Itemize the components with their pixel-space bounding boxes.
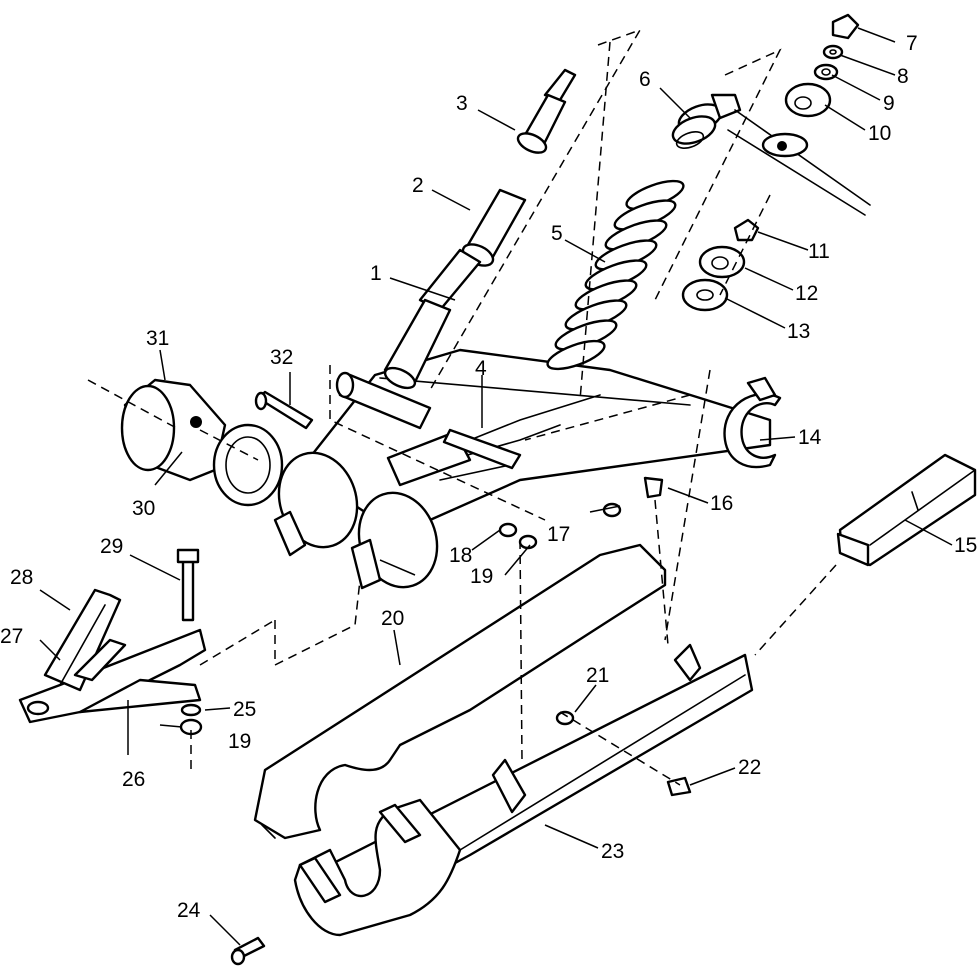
callout-5: 5	[551, 222, 563, 245]
lower-bracket-parts-26-27-28	[18, 588, 207, 724]
callout-12: 12	[795, 282, 818, 305]
callout-2: 2	[412, 174, 424, 197]
callout-1: 1	[370, 262, 382, 285]
small-fasteners	[179, 476, 692, 966]
callout-22: 22	[738, 756, 761, 779]
callout-25: 25	[233, 698, 256, 721]
callout-11: 11	[808, 240, 830, 263]
callout-19-upper: 19	[470, 565, 493, 588]
pivot-axle-part-31	[120, 378, 284, 507]
callout-26: 26	[122, 768, 145, 791]
pivot-clamp-rings	[273, 451, 439, 590]
callout-20: 20	[381, 607, 404, 630]
callout-14: 14	[798, 426, 822, 449]
bolt-part-32	[254, 390, 314, 430]
callout-31: 31	[146, 327, 169, 350]
rail-clamp-bracket	[293, 798, 462, 937]
skid-plate-part-20	[253, 543, 667, 840]
callout-23: 23	[601, 840, 624, 863]
axle-tube-part-15	[836, 453, 977, 567]
callout-16: 16	[710, 492, 733, 515]
callout-19-lower: 19	[228, 730, 251, 753]
callout-3: 3	[456, 92, 468, 115]
callout-13: 13	[787, 320, 810, 343]
callout-21: 21	[586, 664, 609, 687]
callout-32: 32	[270, 346, 293, 369]
upper-mount-arm	[727, 109, 871, 216]
callout-4: 4	[475, 357, 487, 380]
callout-8: 8	[897, 65, 909, 88]
callout-30: 30	[132, 497, 155, 520]
cross-shaft-part-4	[442, 428, 522, 470]
callout-24: 24	[177, 899, 201, 922]
callout-15: 15	[954, 534, 977, 557]
callout-28: 28	[10, 566, 33, 589]
bolt-part-29	[176, 548, 200, 622]
callout-7: 7	[906, 32, 918, 55]
callout-leaders	[39, 27, 953, 946]
callout-9: 9	[883, 92, 895, 115]
callout-6: 6	[639, 68, 651, 91]
callout-18: 18	[449, 544, 472, 567]
callout-27: 27	[0, 625, 23, 648]
shock-absorber-parts-1-2-3	[335, 68, 577, 430]
spring-collar-part-6	[671, 93, 742, 149]
callout-29: 29	[100, 535, 123, 558]
callout-10: 10	[868, 122, 891, 145]
assembly-dashed-lines	[87, 28, 837, 786]
callout-17: 17	[547, 523, 570, 546]
clamp-ring-part-14	[723, 376, 782, 469]
spring-part-5	[546, 179, 685, 371]
hardware-stack	[681, 13, 860, 312]
callout-labels: 1 2 3 4 5 6 7 8 9 10 11 12 13 14 15 16 1…	[0, 32, 977, 922]
